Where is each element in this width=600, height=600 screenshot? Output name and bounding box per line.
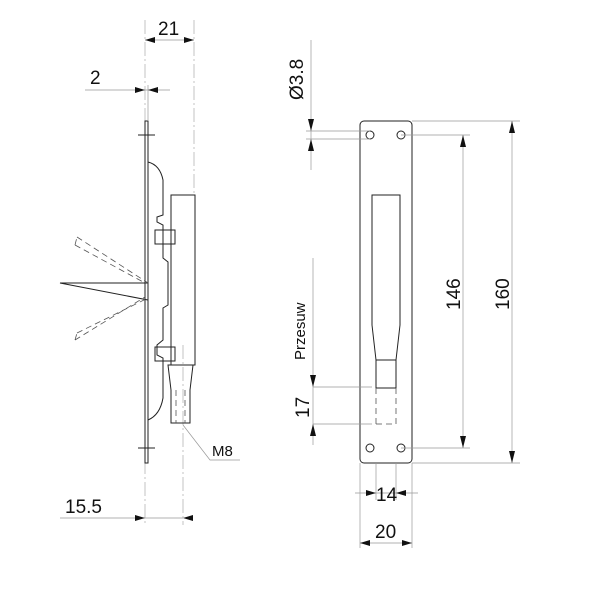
dim-hole-spacing-146: 146 <box>444 278 465 310</box>
dim-offset-15-5: 15.5 <box>65 497 102 518</box>
screw-hole <box>365 130 375 140</box>
lever-handle <box>59 282 149 301</box>
dim-travel-17: 17 <box>293 397 314 418</box>
thread-label: M8 <box>212 443 233 460</box>
travel-label: Przesuw <box>292 302 309 360</box>
dim-plate-2: 2 <box>90 68 101 89</box>
dim-plate-width-20: 20 <box>375 522 396 543</box>
front-plate <box>359 120 413 464</box>
side-view: 21 2 15.5 M8 <box>59 19 240 525</box>
bolt-tip <box>167 364 194 424</box>
bolt-body <box>170 194 196 366</box>
bolt-slot <box>371 194 401 389</box>
dim-width-21: 21 <box>158 19 179 40</box>
lever-open-down <box>74 296 149 341</box>
dim-hole-diameter: Ø3.8 <box>287 59 308 100</box>
front-view: 146 160 Ø3.8 Przesuw 17 14 20 <box>287 40 520 548</box>
dim-bolt-width-14: 14 <box>376 485 398 506</box>
screw-hole <box>365 443 375 453</box>
lever-open-up <box>74 236 149 284</box>
dim-length-160: 160 <box>493 278 514 310</box>
plate-bulge <box>147 161 169 421</box>
